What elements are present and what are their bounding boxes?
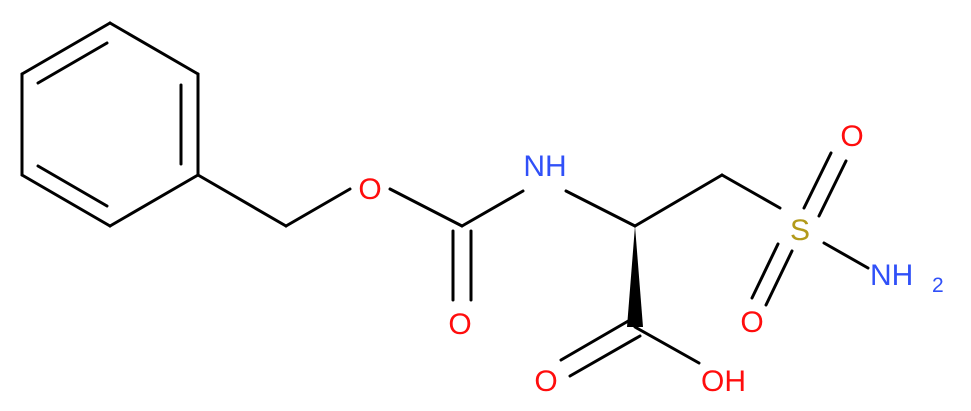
carbonyl-nh-bond: [460, 189, 525, 228]
ch2-oxygen-bond: [284, 187, 352, 228]
acid-carbonyl-oxygen-label: O: [534, 365, 557, 398]
sulfur-o-bottom-a: [750, 242, 780, 300]
nh-alpha-bond: [564, 189, 637, 228]
alpha-ch2-bond: [633, 173, 724, 228]
sulfur-o-bottom-b: [764, 249, 794, 307]
ring-inner-bond: [36, 41, 109, 85]
benzyl-ch2-bond: [196, 173, 288, 228]
sulfur-label: S: [790, 214, 810, 247]
benzene-ring: [20, 21, 200, 228]
amine-subscript-label: 2: [932, 274, 944, 297]
stereo-wedge-bond: [627, 226, 643, 327]
ring-bond: [108, 173, 200, 228]
sulfur-nh2-bond: [822, 241, 870, 270]
acid-double-bond-a: [559, 318, 632, 362]
acid-double-bond-b: [568, 334, 642, 378]
ring-inner-bond: [36, 164, 109, 208]
amine-nitrogen-label: NH: [870, 259, 913, 292]
carbonyl-oxygen-label: O: [448, 308, 471, 341]
ring-bond: [20, 173, 112, 228]
sulfur-o-top-b: [817, 159, 848, 218]
sulfur-o-top-a: [802, 151, 833, 210]
ring-bond: [20, 21, 112, 76]
sulfonyl-oxygen-top-label: O: [840, 120, 863, 153]
ch2-sulfur-bond: [720, 173, 782, 210]
acid-oh-bond: [633, 325, 701, 365]
sulfonyl-oxygen-bottom-label: O: [740, 306, 763, 339]
ester-oxygen-label: O: [358, 173, 381, 206]
oxygen-carbonyl-bond: [388, 187, 464, 228]
ring-bond: [108, 21, 200, 76]
chain-bonds: [196, 151, 870, 378]
hydroxyl-label: OH: [701, 365, 746, 398]
amide-nitrogen-label: NH: [523, 150, 566, 183]
